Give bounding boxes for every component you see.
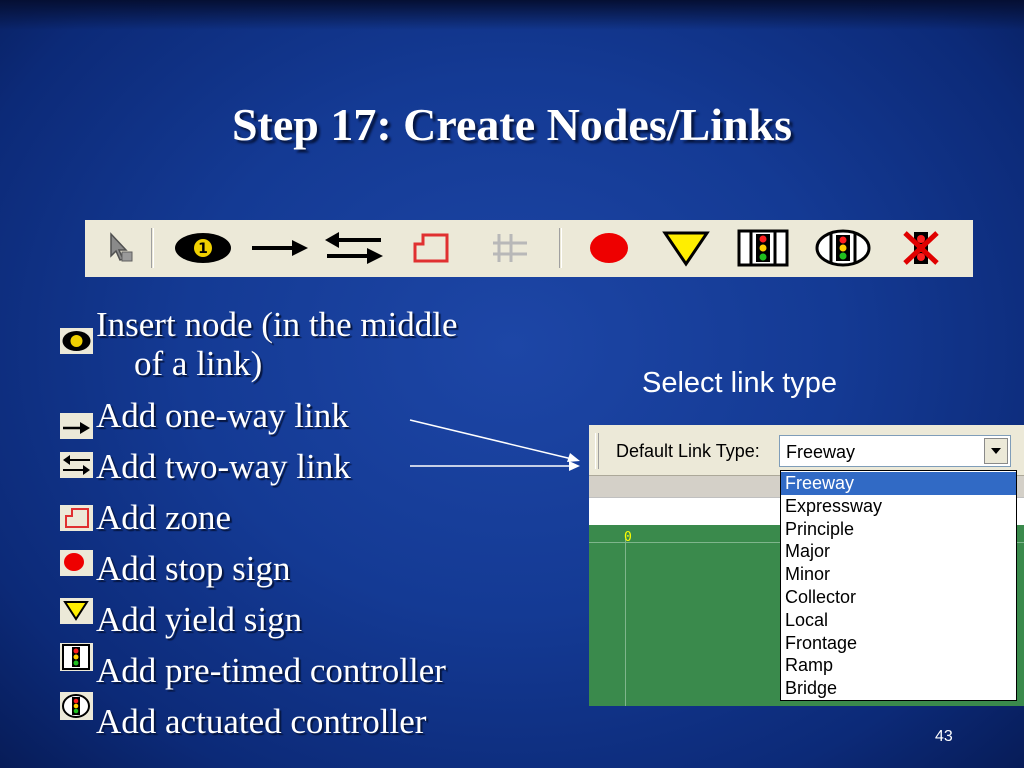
link-type-option[interactable]: Bridge (785, 678, 838, 699)
link-type-option[interactable]: Minor (785, 564, 831, 585)
node-link-toolbar: 1 (85, 220, 973, 277)
list-item-stop-sign: Add stop sign (96, 549, 291, 588)
pre-timed-controller-icon (60, 643, 93, 671)
arrow-head (569, 461, 580, 471)
select-pointer-icon[interactable] (93, 226, 145, 270)
canvas-gridline-vertical (625, 539, 626, 706)
list-item-zone: Add zone (96, 498, 232, 537)
default-link-type-select[interactable]: Freeway (779, 435, 1011, 467)
link-type-option[interactable]: Major (785, 541, 831, 562)
link-type-option[interactable]: Collector (785, 587, 857, 607)
top-band (0, 0, 1024, 30)
list-item-pre-timed-controller: Add pre-timed controller (96, 651, 446, 690)
one-way-link-icon[interactable] (248, 226, 310, 270)
toolbar-separator (151, 228, 154, 268)
toolbar-grip[interactable] (595, 433, 599, 469)
link-type-option[interactable]: Frontage (785, 632, 858, 653)
two-way-link-icon[interactable] (323, 226, 385, 270)
link-type-toolbar: Default Link Type: Freeway (589, 425, 1024, 475)
actuated-controller-icon (60, 692, 93, 720)
default-link-type-label: Default Link Type: (616, 441, 760, 461)
one-way-link-icon (60, 413, 93, 439)
stop-sign-icon[interactable] (583, 226, 635, 270)
two-way-link-icon (60, 452, 93, 478)
list-item-yield-sign: Add yield sign (96, 600, 303, 639)
yield-sign-icon (60, 598, 93, 624)
zone-icon (60, 505, 93, 531)
link-type-option[interactable]: Expressway (785, 495, 883, 516)
link-type-option[interactable]: Ramp (785, 655, 834, 676)
canvas-axis-label: 0 (624, 530, 632, 545)
link-type-option[interactable]: Freeway (781, 472, 1016, 495)
link-type-option[interactable]: Local (785, 609, 829, 630)
arrow-head (567, 453, 580, 462)
delete-signal-icon[interactable] (895, 226, 947, 270)
list-item-one-way-link: Add one-way link (96, 396, 349, 435)
page-number: 43 (935, 728, 953, 745)
slide-title: Step 17: Create Nodes/Links (231, 99, 793, 150)
list-item-insert-node-continuation: of a link) (134, 344, 263, 383)
default-link-type-value: Freeway (786, 442, 856, 462)
node-badge: 1 (198, 241, 208, 257)
insert-node-icon[interactable]: 1 (173, 226, 233, 270)
link-type-option[interactable]: Principle (785, 518, 855, 539)
list-item-two-way-link: Add two-way link (96, 447, 351, 486)
pre-timed-controller-icon[interactable] (737, 226, 789, 270)
stop-sign-icon (60, 550, 93, 576)
toolbar-separator (559, 228, 562, 268)
insert-node-icon (60, 328, 93, 354)
zone-icon[interactable] (405, 226, 457, 270)
arrow-line-one-way (409, 419, 573, 460)
list-item-actuated-controller: Add actuated controller (96, 702, 427, 741)
yield-sign-icon[interactable] (660, 226, 712, 270)
callout-label: Select link type (642, 367, 838, 399)
dropdown-button[interactable] (984, 438, 1008, 464)
chevron-down-icon (991, 448, 1001, 454)
actuated-controller-icon[interactable] (813, 226, 873, 270)
list-item-insert-node: Insert node (in the middle (96, 305, 458, 344)
disabled-grid-icon (485, 226, 537, 270)
